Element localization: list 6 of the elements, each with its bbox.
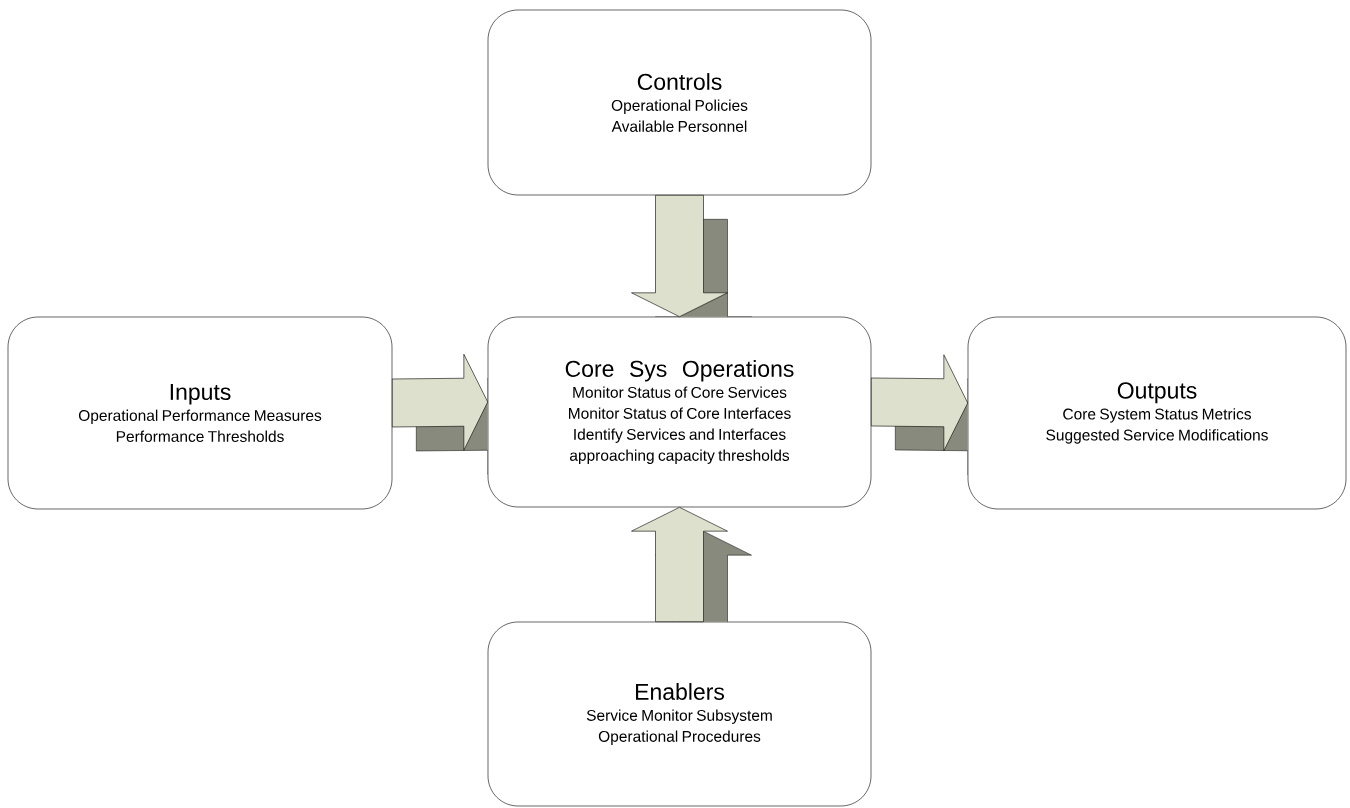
- process-box: Core Sys Operations Monitor Status of Core Services Monitor Status of Core Interfaces Identify Services and Interfaces approaching capacity thresholds: [487, 316, 872, 508]
- process-box: Outputs Core System Status Metrics Suggested Service Modifications: [967, 316, 1347, 510]
- process-box: Enablers Service Monitor Subsystem Operational Procedures: [487, 621, 872, 807]
- process-box: Inputs Operational Performance Measures Performance Thresholds: [7, 316, 393, 510]
- process-box: Controls Operational Policies Available Personnel: [487, 9, 872, 196]
- block-arrow: [631, 507, 752, 622]
